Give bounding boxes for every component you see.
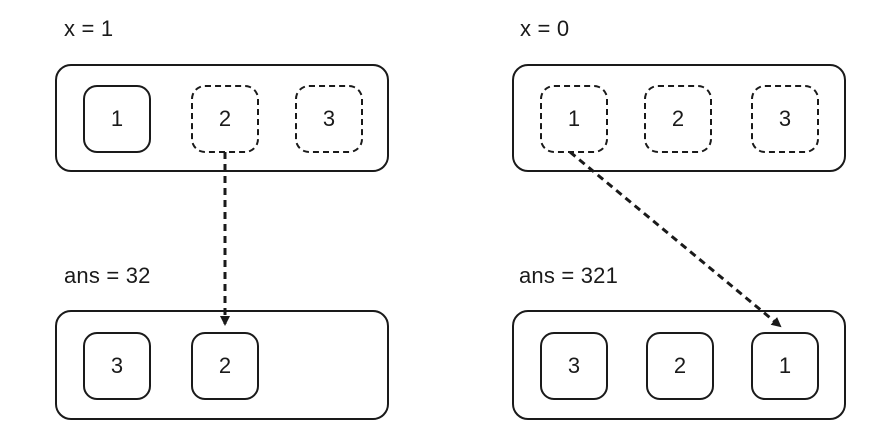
left-ans-container: 3 2 [55, 310, 389, 420]
right-num-box-2: 2 [644, 85, 712, 153]
move-arrow-right [569, 150, 782, 328]
left-x-label: x = 1 [64, 16, 114, 41]
right-ans-box-2: 2 [646, 332, 714, 400]
right-num-box-3: 3 [751, 85, 819, 153]
left-ans-box-2: 2 [191, 332, 259, 400]
left-ans-box-1: 3 [83, 332, 151, 400]
right-num-box-1: 1 [540, 85, 608, 153]
left-num-box-1: 1 [83, 85, 151, 153]
right-ans-box-3: 1 [751, 332, 819, 400]
right-x-label: x = 0 [520, 16, 570, 41]
left-ans-label: ans = 32 [64, 263, 151, 288]
right-nums-container: 1 2 3 [512, 64, 846, 172]
right-ans-container: 3 2 1 [512, 310, 846, 420]
left-num-box-2: 2 [191, 85, 259, 153]
left-nums-container: 1 2 3 [55, 64, 389, 172]
right-ans-label: ans = 321 [519, 263, 619, 288]
right-ans-box-1: 3 [540, 332, 608, 400]
left-num-box-3: 3 [295, 85, 363, 153]
